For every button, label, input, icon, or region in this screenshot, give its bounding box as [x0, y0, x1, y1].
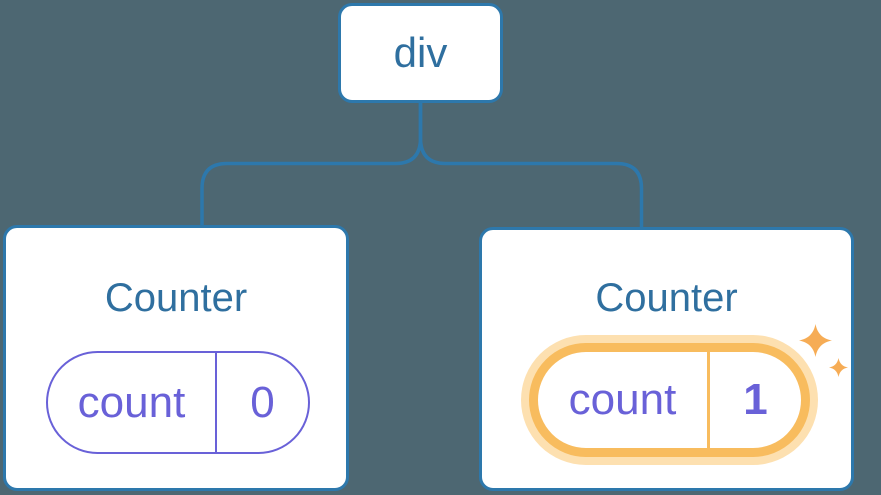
- state-pill-highlighted: count 1: [529, 343, 810, 457]
- component-name: Counter: [104, 276, 248, 320]
- counter-card-left: Counter count 0: [3, 225, 349, 491]
- state-key: count: [77, 377, 186, 427]
- counter-card-right: Counter count 1: [479, 227, 854, 491]
- root-node: div: [338, 3, 503, 103]
- state-key: count: [568, 375, 677, 424]
- state-value: 0: [215, 353, 308, 452]
- sparkle-icon-small: [829, 358, 848, 377]
- sparkle-icon: [799, 324, 832, 357]
- root-node-label: div: [393, 29, 448, 76]
- component-name: Counter: [595, 276, 738, 320]
- connector-branch-right: [418, 101, 644, 228]
- state-pill: count 0: [46, 351, 310, 454]
- state-value: 1: [707, 352, 801, 448]
- connector-branch-left: [200, 101, 423, 226]
